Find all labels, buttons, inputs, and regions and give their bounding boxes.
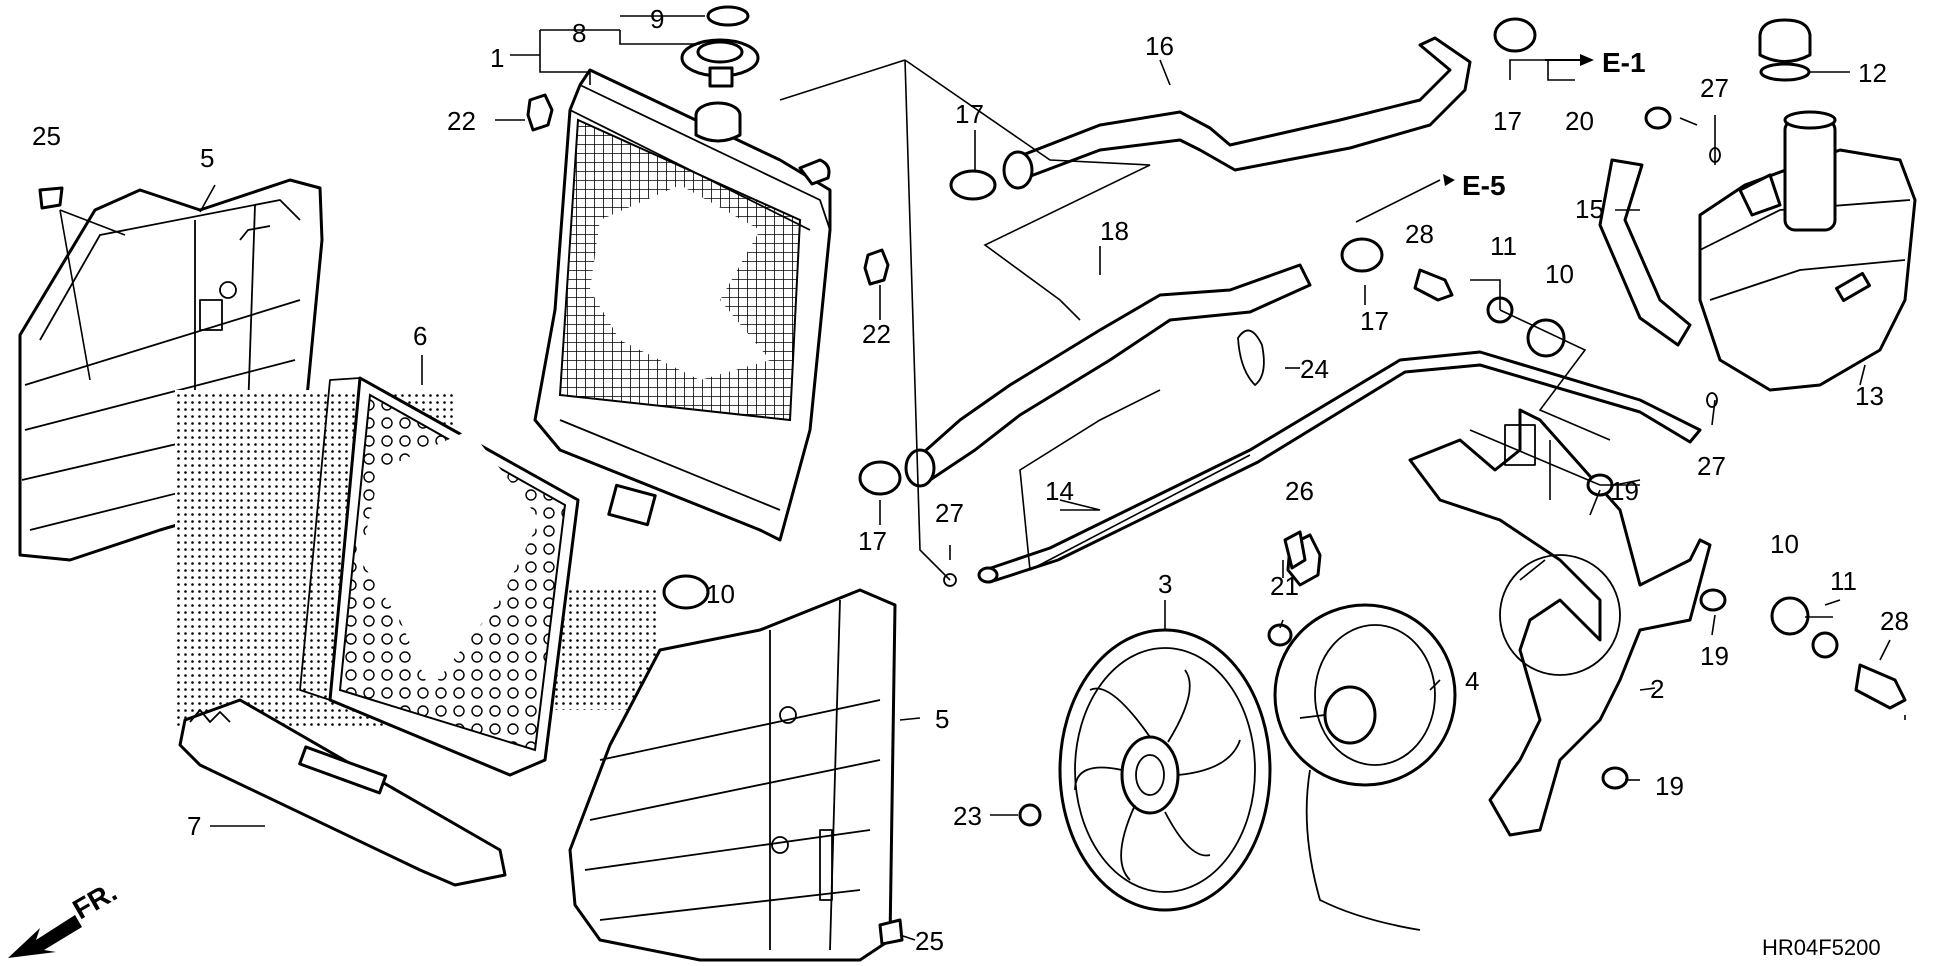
label-2: 2 [1650,674,1664,704]
label-17a: 17 [955,99,984,129]
label-5b: 5 [935,704,949,734]
label-19b: 19 [1700,641,1729,671]
label-12: 12 [1858,58,1887,88]
radiator-cap [680,38,760,88]
label-7: 7 [187,811,201,841]
diagram-code: HR04F5200 [1762,935,1881,960]
wire-clamp [1237,329,1265,386]
reference-e1: E-1 [1602,47,1646,78]
lower-hose [904,263,1312,488]
label-27b: 27 [1700,73,1729,103]
fan-bracket [1408,408,1712,837]
label-28b: 28 [1880,606,1909,636]
label-17c: 17 [1493,106,1522,136]
label-5a: 5 [200,143,214,173]
label-17d: 17 [1360,306,1389,336]
label-28a: 28 [1405,219,1434,249]
label-21: 21 [1270,571,1299,601]
label-14: 14 [1045,476,1074,506]
label-13: 13 [1855,381,1884,411]
label-3: 3 [1158,569,1172,599]
label-24: 24 [1300,354,1329,384]
label-19a: 19 [1610,476,1639,506]
label-10b: 10 [1545,259,1574,289]
label-8: 8 [572,18,586,48]
fan-motor [1273,603,1457,931]
label-23: 23 [953,801,982,831]
label-17b: 17 [858,526,887,556]
callout-labels: 1 8 9 22 22 25 5 6 7 10 17 17 17 17 16 1… [32,4,1909,960]
reserve-tank-cap [1758,18,1812,82]
label-11b: 11 [1830,566,1857,596]
label-20: 20 [1565,106,1594,136]
label-26: 26 [1285,476,1314,506]
label-18: 18 [1100,216,1129,246]
label-1: 1 [490,43,504,73]
label-10c: 10 [1770,529,1799,559]
label-27a: 27 [935,498,964,528]
tank-vent-hose [1598,158,1692,347]
cap-o-ring [706,5,750,27]
label-6: 6 [413,321,427,351]
cooling-fan [1058,628,1272,912]
label-4: 4 [1465,666,1479,696]
radiator [533,68,832,542]
label-27c: 27 [1697,451,1726,481]
label-16: 16 [1145,31,1174,61]
label-25a: 25 [32,121,61,151]
reference-e5: E-5 [1462,170,1506,201]
label-10a: 10 [706,579,735,609]
label-22b: 22 [862,319,891,349]
label-15: 15 [1575,194,1604,224]
front-direction-arrow [8,915,82,958]
label-19c: 19 [1655,771,1684,801]
radiator-screen [175,376,660,777]
e5-arrow-head [1443,174,1455,186]
bottom-guard-plate [178,698,507,887]
right-fan-shroud [568,588,897,962]
label-22a: 22 [447,106,476,136]
label-9: 9 [650,4,664,34]
overflow-tube [977,350,1702,584]
label-25b: 25 [915,926,944,956]
upper-hose [1002,36,1472,190]
e1-arrow-head [1580,54,1594,66]
label-11a: 11 [1490,231,1517,261]
leader-lines [59,15,1906,941]
reserve-tank [1698,110,1917,392]
